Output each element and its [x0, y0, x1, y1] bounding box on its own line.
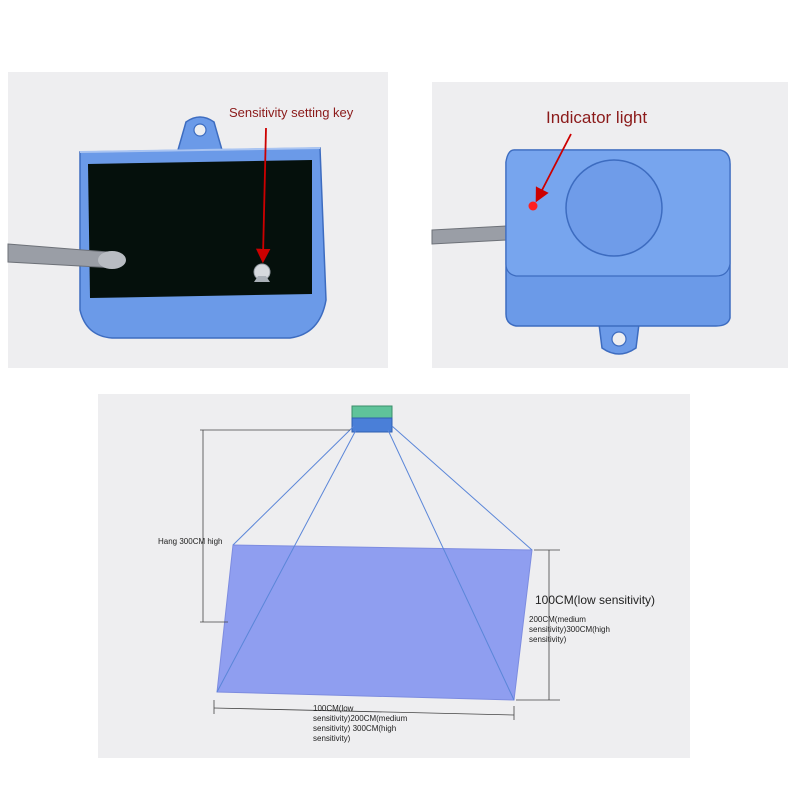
coverage-diagram	[200, 405, 560, 720]
closed-enclosure	[431, 149, 731, 355]
bottom-range-label: 100CM(low sensitivity)200CM(medium sensi…	[313, 704, 408, 743]
side-range-label-main: 100CM(low sensitivity)	[535, 593, 656, 607]
indicator-light-label: Indicator light	[546, 108, 648, 127]
side-range-label-details: 200CM(medium sensitivity)300CM(high sens…	[529, 615, 610, 644]
hang-height-label: Hang 300CM high	[158, 537, 223, 546]
sensitivity-key-label: Sensitivity setting key	[229, 105, 354, 120]
indicator-light-arrow	[535, 133, 572, 203]
open-enclosure	[7, 116, 327, 339]
sensitivity-key-arrow	[255, 127, 271, 264]
